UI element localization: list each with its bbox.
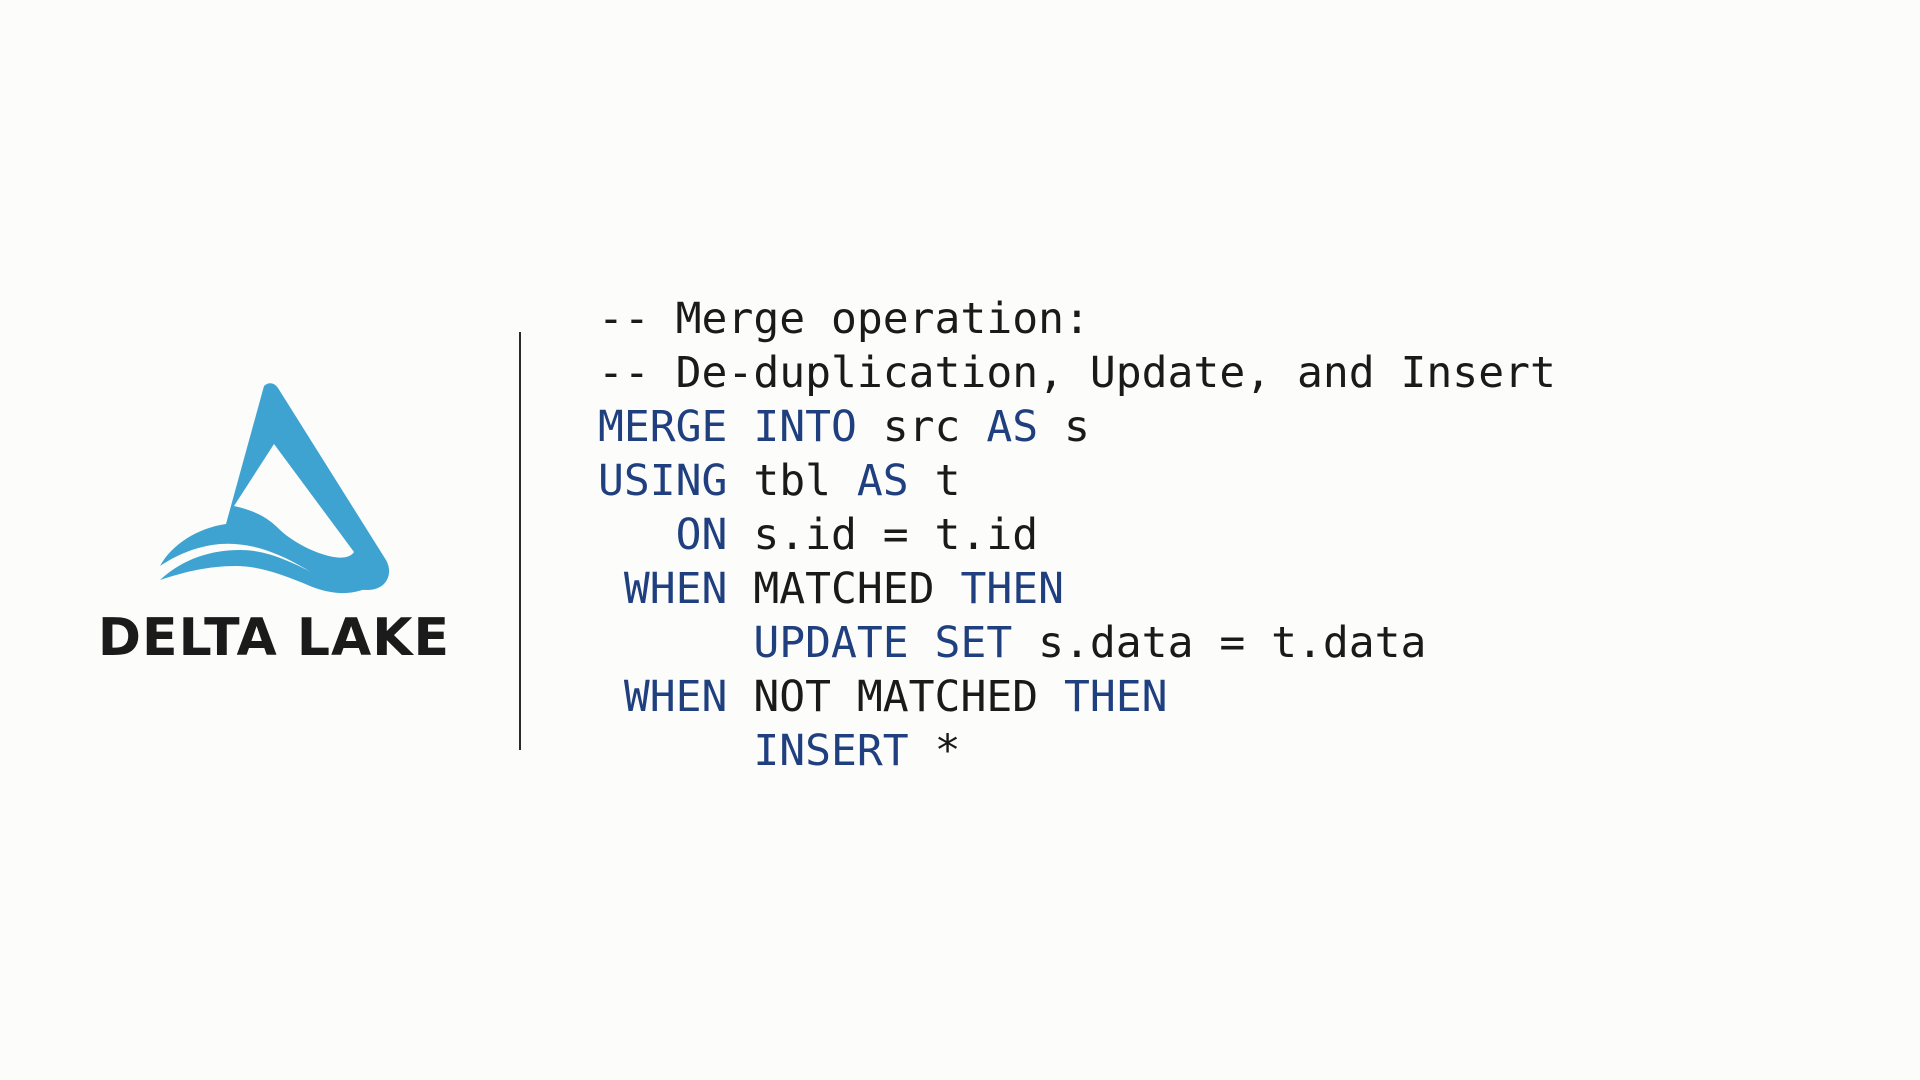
code-keyword: USING [598,456,728,506]
code-block: -- Merge operation:-- De-duplication, Up… [598,292,1556,778]
code-text: NOT MATCHED [727,672,1064,722]
code-line: MERGE INTO src AS s [598,400,1556,454]
delta-lake-triangle-wave-icon [160,383,390,594]
code-line: WHEN NOT MATCHED THEN [598,670,1556,724]
code-line: ON s.id = t.id [598,508,1556,562]
logo-wordmark: DELTA LAKE [97,608,451,668]
code-text [598,672,624,722]
code-text [598,510,676,560]
code-line: -- Merge operation: [598,292,1556,346]
code-keyword: WHEN [623,672,728,722]
vertical-divider [519,332,521,750]
code-keyword: THEN [960,564,1065,614]
code-keyword: AS [856,456,909,506]
code-keyword: ON [675,510,728,560]
code-line: WHEN MATCHED THEN [598,562,1556,616]
code-keyword: UPDATE SET [753,618,1013,668]
code-line: -- De-duplication, Update, and Insert [598,346,1556,400]
code-line: UPDATE SET s.data = t.data [598,616,1556,670]
code-text [598,564,624,614]
code-text: src [856,402,987,452]
code-text: -- De-duplication, Update, and Insert [598,348,1556,398]
code-text: s.data = t.data [1012,618,1427,668]
code-keyword: WHEN [623,564,728,614]
code-text: * [908,726,961,776]
code-keyword: INSERT [753,726,909,776]
code-keyword: MERGE INTO [598,402,857,452]
code-line: INSERT * [598,724,1556,778]
code-text: s [1038,402,1090,452]
delta-lake-logo: DELTA LAKE [94,382,454,668]
code-keyword: THEN [1064,672,1168,722]
code-text: s.id = t.id [727,510,1039,560]
code-text: -- Merge operation: [598,294,1090,344]
code-line: USING tbl AS t [598,454,1556,508]
code-text: MATCHED [727,564,961,614]
logo-inner-cutout [234,444,354,558]
code-text [598,726,753,776]
logo-wave-shape [160,550,376,594]
code-keyword: AS [986,402,1039,452]
code-text: t [908,456,961,506]
code-text [598,618,753,668]
code-text: tbl [727,456,857,506]
